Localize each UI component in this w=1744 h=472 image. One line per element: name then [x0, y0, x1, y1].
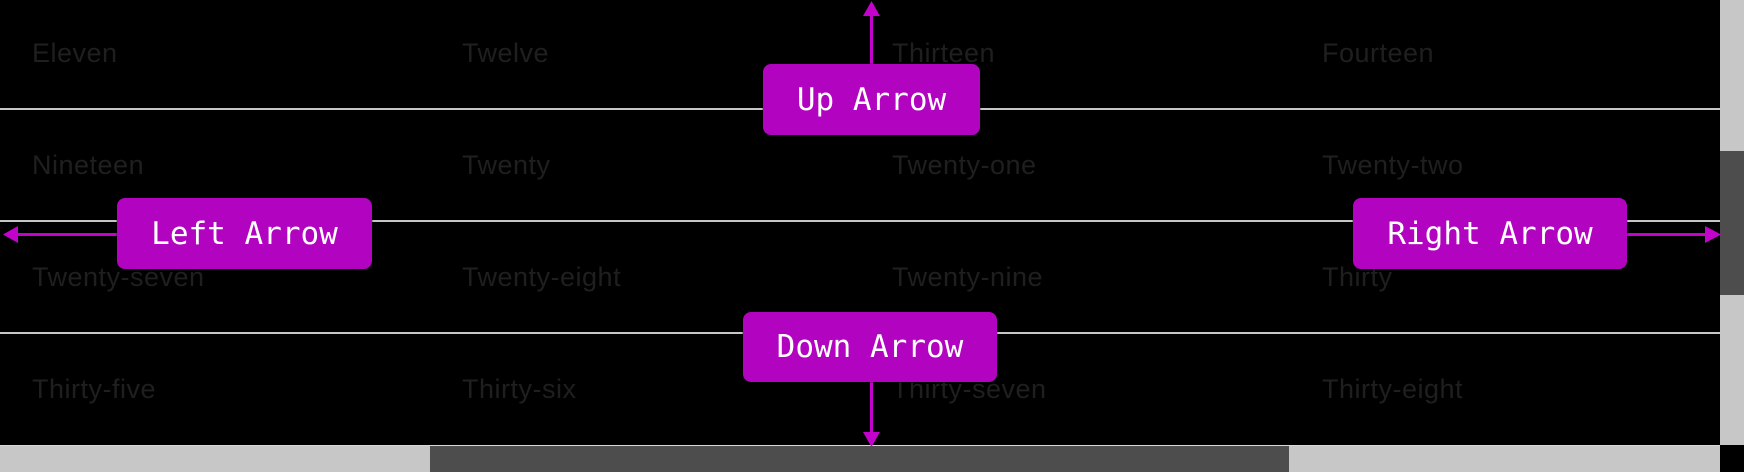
grid-cell: Fourteen	[1322, 37, 1435, 68]
horizontal-scrollbar-thumb[interactable]	[430, 446, 1289, 472]
grid-cell: Twenty-one	[892, 149, 1037, 180]
grid-cell: Thirty-five	[32, 373, 157, 404]
grid-cell: Twenty-nine	[892, 261, 1044, 292]
vertical-scrollbar-track[interactable]	[1720, 0, 1744, 445]
down-arrow-button[interactable]: Down Arrow	[743, 312, 997, 382]
grid-cell: Twenty-eight	[462, 261, 622, 292]
up-arrow-button[interactable]: Up Arrow	[763, 64, 980, 135]
grid-cell: Thirty-six	[462, 373, 577, 404]
grid-cell: Twenty-two	[1322, 149, 1464, 180]
left-arrow-button[interactable]: Left Arrow	[117, 198, 372, 269]
grid-row: Thirty-five Thirty-six Thirty-seven Thir…	[0, 334, 1720, 444]
grid-cell: Thirty-eight	[1322, 373, 1464, 404]
grid-cell: Eleven	[32, 37, 118, 68]
grid-cell: Twelve	[462, 37, 550, 68]
grid-cell: Twenty	[462, 149, 551, 180]
grid-cell: Nineteen	[32, 149, 145, 180]
scrollbar-corner	[1720, 445, 1744, 472]
grid-cell: Thirteen	[892, 37, 996, 68]
right-arrow-button[interactable]: Right Arrow	[1353, 198, 1627, 269]
vertical-scrollbar-thumb[interactable]	[1720, 151, 1744, 295]
word-grid[interactable]: Eleven Twelve Thirteen Fourteen Nineteen…	[0, 0, 1720, 446]
horizontal-scrollbar-track[interactable]	[0, 445, 1720, 472]
grid-row: Nineteen Twenty Twenty-one Twenty-two	[0, 110, 1720, 222]
